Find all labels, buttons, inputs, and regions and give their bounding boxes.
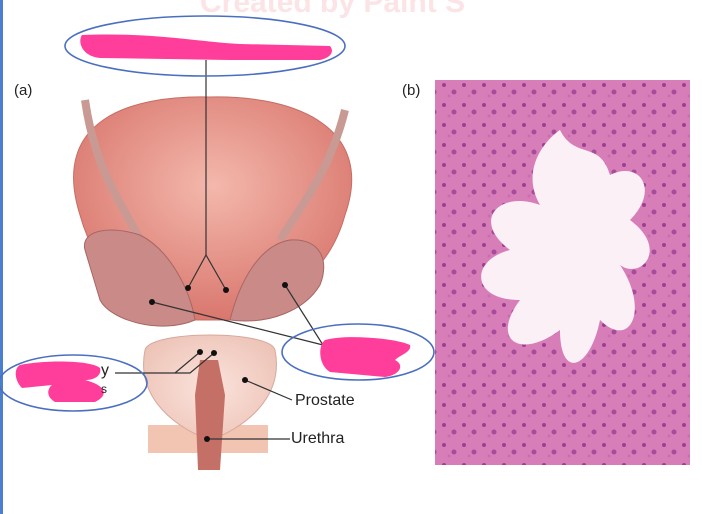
panel-label-a: (a)	[14, 82, 33, 99]
left-ureter	[81, 99, 144, 242]
watermark: Created by Paint S	[200, 0, 466, 19]
redaction-marks	[15, 34, 411, 402]
right-ureter	[276, 109, 349, 243]
left-seminal-vesicle	[84, 229, 196, 327]
panel-label-b: (b)	[402, 82, 421, 99]
urethra	[195, 360, 225, 470]
label-dots	[149, 282, 288, 442]
partial-label-left-2: s	[101, 382, 107, 396]
gland-lumen	[481, 130, 650, 363]
left-border	[0, 0, 3, 514]
label-urethra: Urethra	[291, 430, 345, 447]
partial-label-left-1: y	[101, 362, 109, 379]
leader-lines	[115, 60, 324, 440]
label-prostate: Prostate	[295, 392, 355, 409]
right-seminal-vesicle	[229, 239, 325, 322]
highlight-circles	[0, 15, 435, 412]
